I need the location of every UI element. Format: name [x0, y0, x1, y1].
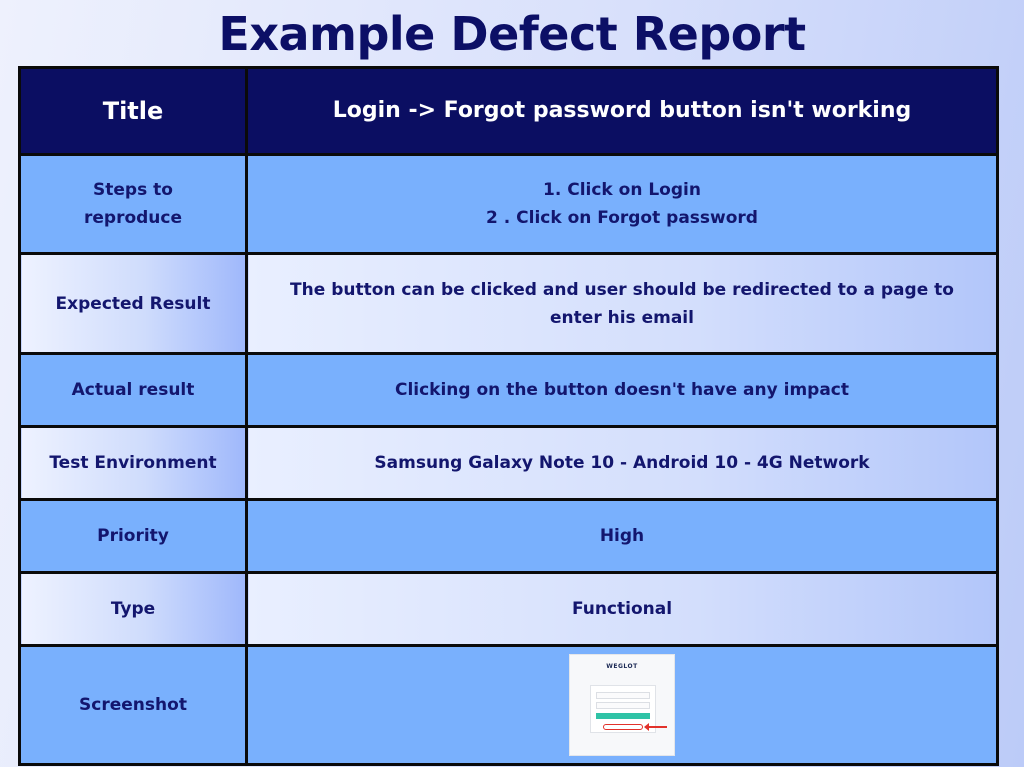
title-label: Title	[18, 66, 248, 156]
thumbnail-forgot-password-highlight	[603, 724, 643, 730]
table-row-actual: Actual result Clicking on the button doe…	[18, 352, 999, 428]
thumbnail-email-field	[596, 692, 650, 699]
screenshot-thumbnail[interactable]: WEGLOT	[569, 654, 675, 756]
actual-label: Actual result	[18, 352, 248, 428]
page-title: Example Defect Report	[218, 7, 806, 61]
environment-value: Samsung Galaxy Note 10 - Android 10 - 4G…	[245, 425, 999, 501]
table-row-steps: Steps to reproduce 1. Click on Login 2 .…	[18, 153, 999, 255]
thumbnail-brand-logo: WEGLOT	[606, 663, 638, 670]
expected-value: The button can be clicked and user shoul…	[245, 252, 999, 355]
step-item: 2 . Click on Forgot password	[486, 208, 758, 228]
thumbnail-login-card	[590, 685, 667, 733]
thumbnail-password-field	[596, 702, 650, 709]
defect-report-table: Title Login -> Forgot password button is…	[18, 66, 999, 766]
red-arrow-icon	[644, 723, 667, 731]
steps-label-line-2: reproduce	[83, 208, 183, 228]
expected-value-line-1: The button can be clicked and user shoul…	[290, 279, 954, 300]
expected-label: Expected Result	[18, 252, 248, 355]
table-row-priority: Priority High	[18, 498, 999, 574]
step-item: 1. Click on Login	[543, 180, 701, 200]
steps-label-line-1: Steps to	[93, 180, 173, 200]
steps-value: 1. Click on Login 2 . Click on Forgot pa…	[245, 153, 999, 255]
table-row-title: Title Login -> Forgot password button is…	[18, 66, 999, 156]
title-value: Login -> Forgot password button isn't wo…	[245, 66, 999, 156]
table-row-environment: Test Environment Samsung Galaxy Note 10 …	[18, 425, 999, 501]
thumbnail-login-button	[596, 713, 650, 719]
priority-value: High	[245, 498, 999, 574]
table-row-screenshot: Screenshot WEGLOT	[18, 644, 999, 766]
type-label: Type	[18, 571, 248, 647]
expected-value-line-2: enter his email	[550, 307, 694, 328]
screenshot-cell: WEGLOT	[245, 644, 999, 766]
screenshot-label: Screenshot	[18, 644, 248, 766]
environment-label: Test Environment	[18, 425, 248, 501]
actual-value: Clicking on the button doesn't have any …	[245, 352, 999, 428]
table-row-type: Type Functional	[18, 571, 999, 647]
type-value: Functional	[245, 571, 999, 647]
steps-label: Steps to reproduce	[18, 153, 248, 255]
priority-label: Priority	[18, 498, 248, 574]
table-row-expected: Expected Result The button can be clicke…	[18, 252, 999, 355]
